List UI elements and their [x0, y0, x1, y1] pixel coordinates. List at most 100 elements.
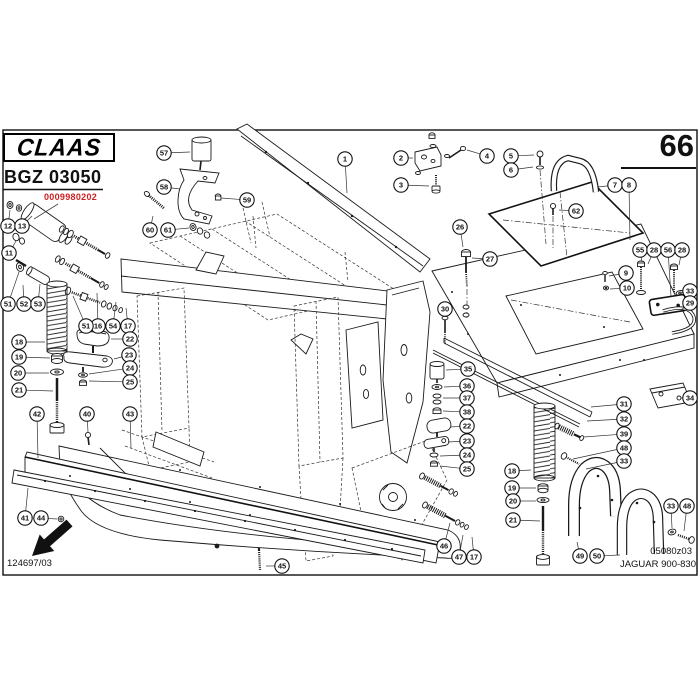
callout-17[interactable] — [466, 549, 482, 565]
callout-28[interactable] — [674, 242, 690, 258]
callout-leader-36 — [443, 385, 460, 388]
callout-20[interactable] — [505, 493, 521, 509]
callout-label-54: 54 — [109, 322, 118, 331]
callout-42[interactable] — [29, 406, 45, 422]
callout-label-23: 23 — [125, 351, 133, 360]
callout-45[interactable] — [274, 558, 290, 574]
callout-leader-22 — [449, 426, 460, 428]
callout-27[interactable] — [482, 251, 498, 267]
callout-46[interactable] — [436, 538, 452, 554]
callout-22[interactable] — [459, 418, 475, 434]
callout-2[interactable] — [393, 150, 409, 166]
callout-3[interactable] — [393, 177, 409, 193]
callout-label-60: 60 — [146, 226, 154, 235]
callout-label-49: 49 — [576, 552, 584, 561]
callout-leader-7 — [597, 185, 608, 188]
callout-9[interactable] — [618, 265, 634, 281]
callout-31[interactable] — [616, 396, 632, 412]
callout-62[interactable] — [568, 203, 584, 219]
callout-leader-40 — [87, 421, 89, 433]
callout-51[interactable] — [78, 318, 94, 334]
callout-leader-24 — [439, 454, 460, 457]
callout-label-52: 52 — [20, 300, 28, 309]
callout-41[interactable] — [17, 510, 33, 526]
callout-57[interactable] — [156, 145, 172, 161]
callout-61[interactable] — [160, 222, 176, 238]
callout-20[interactable] — [10, 365, 26, 381]
callout-11[interactable] — [1, 245, 17, 261]
callout-leader-48 — [572, 449, 618, 460]
callout-label-48: 48 — [683, 502, 691, 511]
callout-18[interactable] — [11, 334, 27, 350]
callout-label-32: 32 — [620, 415, 628, 424]
callout-label-18: 18 — [508, 467, 516, 476]
callout-51[interactable] — [0, 296, 16, 312]
chute-strip-part-41 — [11, 469, 426, 564]
callout-44[interactable] — [33, 510, 49, 526]
callout-47[interactable] — [451, 549, 467, 565]
callout-label-9: 9 — [624, 269, 628, 278]
callout-label-3: 3 — [399, 181, 403, 190]
page-border — [2, 129, 698, 576]
callout-26[interactable] — [452, 219, 468, 235]
callout-label-37: 37 — [463, 394, 471, 403]
callout-leader-29 — [680, 307, 685, 311]
callout-48[interactable] — [679, 498, 695, 514]
callout-label-7: 7 — [613, 181, 617, 190]
callout-19[interactable] — [11, 349, 27, 365]
page-number: 66 — [659, 128, 694, 163]
callout-label-13: 13 — [18, 222, 26, 231]
callout-18[interactable] — [504, 463, 520, 479]
callout-50[interactable] — [589, 548, 605, 564]
callout-leader-21 — [520, 519, 541, 522]
callout-leader-52 — [22, 284, 24, 297]
callout-label-33: 33 — [667, 502, 675, 511]
callout-34[interactable] — [682, 390, 698, 406]
shock-absorber-part — [6, 201, 111, 290]
callout-leader-25 — [439, 465, 460, 469]
callout-label-40: 40 — [83, 410, 91, 419]
callout-10[interactable] — [619, 280, 635, 296]
callout-leader-27 — [471, 257, 483, 259]
callout-25[interactable] — [122, 374, 138, 390]
callout-label-46: 46 — [440, 542, 448, 551]
pins-51-52-53 — [15, 258, 51, 285]
callout-53[interactable] — [30, 296, 46, 312]
callout-13[interactable] — [14, 218, 30, 234]
callout-40[interactable] — [79, 406, 95, 422]
callout-leader-13 — [26, 215, 33, 222]
callout-21[interactable] — [505, 512, 521, 528]
callout-33[interactable] — [663, 498, 679, 514]
callout-29[interactable] — [682, 295, 698, 311]
callout-22[interactable] — [122, 331, 138, 347]
callout-58[interactable] — [156, 179, 172, 195]
callout-label-8: 8 — [627, 181, 631, 190]
callout-30[interactable] — [437, 301, 453, 317]
callout-label-53: 53 — [34, 300, 42, 309]
callout-label-19: 19 — [15, 353, 23, 362]
callout-label-20: 20 — [509, 497, 517, 506]
callout-label-38: 38 — [463, 408, 471, 417]
callout-leader-5 — [518, 154, 535, 157]
callout-32[interactable] — [616, 411, 632, 427]
brand-logo-text: CLAAS — [15, 133, 103, 161]
callout-leader-38 — [442, 410, 460, 413]
buffer-parts-35-38 — [429, 361, 445, 415]
callout-59[interactable] — [239, 192, 255, 208]
callout-1[interactable] — [337, 151, 353, 167]
callout-35[interactable] — [460, 361, 476, 377]
callout-43[interactable] — [122, 406, 138, 422]
callout-6[interactable] — [503, 162, 519, 178]
callout-4[interactable] — [479, 148, 495, 164]
callout-leader-51 — [10, 271, 20, 298]
screws-parts-9-10 — [602, 270, 610, 291]
callout-49[interactable] — [572, 548, 588, 564]
callout-leader-53 — [38, 283, 41, 297]
callout-21[interactable] — [11, 382, 27, 398]
callout-33[interactable] — [616, 453, 632, 469]
callout-54[interactable] — [105, 318, 121, 334]
callout-60[interactable] — [142, 222, 158, 238]
callout-25[interactable] — [459, 461, 475, 477]
callout-8[interactable] — [621, 177, 637, 193]
callout-leader-1 — [345, 166, 348, 194]
